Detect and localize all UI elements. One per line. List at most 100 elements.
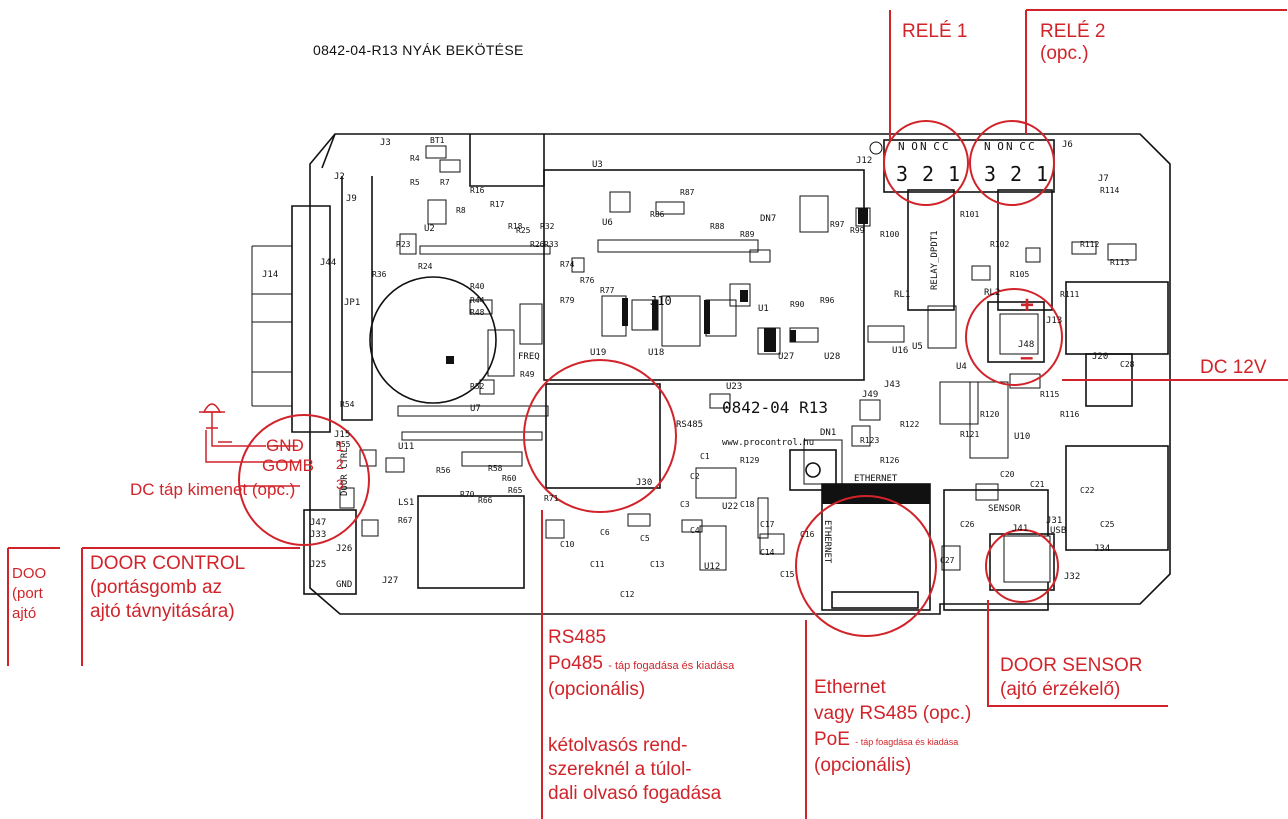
component-ref: R33 bbox=[544, 240, 559, 249]
ref-u27: U27 bbox=[778, 352, 795, 362]
label-dctap: DC táp kimenet (opc.) bbox=[130, 480, 296, 499]
jack-label-ethernet-v: ETHERNET bbox=[822, 520, 832, 564]
component-ref: R111 bbox=[1060, 290, 1080, 299]
component-ref: R126 bbox=[880, 456, 900, 465]
label-poe: PoE - táp foagdása és kiadása bbox=[814, 729, 959, 750]
ref-u10: U10 bbox=[1014, 432, 1031, 442]
diagram-title: 0842-04-R13 NYÁK BEKÖTÉSE bbox=[313, 42, 524, 58]
component-ref: C15 bbox=[780, 570, 795, 579]
component-ref: R24 bbox=[418, 262, 433, 271]
component-ref: C18 bbox=[740, 500, 755, 509]
component-ref: R79 bbox=[560, 296, 575, 305]
component-ref: R89 bbox=[740, 230, 755, 239]
component-ref: R71 bbox=[544, 494, 559, 503]
component-ref: R66 bbox=[478, 496, 493, 505]
component-ref: R17 bbox=[490, 200, 505, 209]
ref-u3: U3 bbox=[592, 160, 603, 170]
component-ref: C16 bbox=[800, 530, 815, 539]
door-pin-2: 2 bbox=[336, 456, 344, 472]
component-ref: C12 bbox=[620, 590, 635, 599]
label-rs485-desc-1: kétolvasós rend- bbox=[548, 735, 688, 756]
label-rs485-desc-2: szereknél a túlol- bbox=[548, 759, 692, 780]
ref-j32: J32 bbox=[1064, 572, 1081, 582]
component-ref: C2 bbox=[690, 472, 700, 481]
component-ref: C21 bbox=[1030, 480, 1045, 489]
jack-label-relay: RELAY_DPDT1 bbox=[930, 230, 940, 290]
ref-u4: U4 bbox=[956, 362, 967, 372]
component-ref: C17 bbox=[760, 520, 775, 529]
component-ref: R74 bbox=[560, 260, 575, 269]
label-rs485-desc-3: dali olvasó fogadása bbox=[548, 783, 722, 804]
label-rs485-opc: (opcionális) bbox=[548, 679, 646, 700]
board-url: www.procontrol.hu bbox=[722, 438, 815, 448]
component-ref: C11 bbox=[590, 560, 605, 569]
component-ref: R116 bbox=[1060, 410, 1080, 419]
component-ref: R112 bbox=[1080, 240, 1100, 249]
label-gomb: GOMB bbox=[262, 456, 314, 475]
component-ref: C4 bbox=[690, 526, 700, 535]
component-ref: R48 bbox=[470, 308, 485, 317]
component-ref: R90 bbox=[790, 300, 805, 309]
component-ref: C25 bbox=[1100, 520, 1115, 529]
rs485-circle bbox=[523, 359, 677, 513]
ref-j20: J20 bbox=[1092, 352, 1109, 362]
ref-j33: J33 bbox=[310, 530, 327, 540]
ref-j2: J2 bbox=[334, 172, 345, 182]
module-u3 bbox=[543, 169, 865, 381]
ref-j48: J48 bbox=[1018, 340, 1035, 350]
dc-minus: – bbox=[1020, 344, 1034, 371]
dc-plus: + bbox=[1020, 292, 1035, 319]
components bbox=[339, 145, 1137, 571]
component-ref: BT1 bbox=[430, 136, 445, 145]
label-door-control-3: ajtó távnyitására) bbox=[90, 601, 235, 622]
dc12v-circle bbox=[965, 288, 1063, 386]
component-ref: R54 bbox=[340, 400, 355, 409]
ref-u18: U18 bbox=[648, 348, 665, 358]
door-terminal bbox=[303, 509, 357, 595]
ref-j43: J43 bbox=[884, 380, 901, 390]
door-control-circle bbox=[238, 414, 370, 546]
component-ref: R121 bbox=[960, 430, 980, 439]
ref-j12: J12 bbox=[856, 156, 873, 166]
ref-j41: J41 bbox=[1012, 524, 1029, 534]
component-ref: R44 bbox=[470, 296, 485, 305]
ref-jp1: JP1 bbox=[344, 298, 361, 308]
component-ref: R123 bbox=[860, 436, 880, 445]
door-pin-1: 1 bbox=[336, 438, 344, 454]
ref-u6: U6 bbox=[602, 218, 613, 228]
component-ref: R96 bbox=[820, 296, 835, 305]
relay-rl2 bbox=[997, 189, 1053, 311]
component-ref: R88 bbox=[710, 222, 725, 231]
label-door-control: DOOR CONTROL bbox=[90, 553, 246, 574]
label-rele2: RELÉ 2 bbox=[1040, 21, 1106, 42]
ref-u7: U7 bbox=[470, 404, 481, 414]
connector-j30 bbox=[545, 383, 661, 489]
jack-label-freq: FREQ bbox=[518, 352, 540, 362]
component-ref: R115 bbox=[1040, 390, 1060, 399]
component-ref: R122 bbox=[900, 420, 920, 429]
label-ethernet-opc: (opcionális) bbox=[814, 755, 912, 776]
ethernet-circle bbox=[795, 495, 937, 637]
component-ref: C3 bbox=[680, 500, 690, 509]
component-ref: C10 bbox=[560, 540, 575, 549]
component-ref: R56 bbox=[436, 466, 451, 475]
board-model: 0842-04 R13 bbox=[722, 398, 828, 417]
component-ref: R60 bbox=[502, 474, 517, 483]
ref-u2: U2 bbox=[424, 224, 435, 234]
ref-u5: U5 bbox=[912, 342, 923, 352]
component-ref: C26 bbox=[960, 520, 975, 529]
component-ref: R76 bbox=[580, 276, 595, 285]
component-ref: R105 bbox=[1010, 270, 1030, 279]
ref-dn1: DN1 bbox=[820, 428, 837, 438]
ref-j25: J25 bbox=[310, 560, 327, 570]
component-ref: R86 bbox=[650, 210, 665, 219]
component-ref: R65 bbox=[508, 486, 523, 495]
ref-rl1: RL1 bbox=[894, 290, 911, 300]
ref-u16: U16 bbox=[892, 346, 909, 356]
ref-j7: J7 bbox=[1098, 174, 1109, 184]
component-ref: R67 bbox=[398, 516, 413, 525]
rele1-circle bbox=[883, 120, 969, 206]
jack-label-rs485: RS485 bbox=[676, 420, 704, 430]
